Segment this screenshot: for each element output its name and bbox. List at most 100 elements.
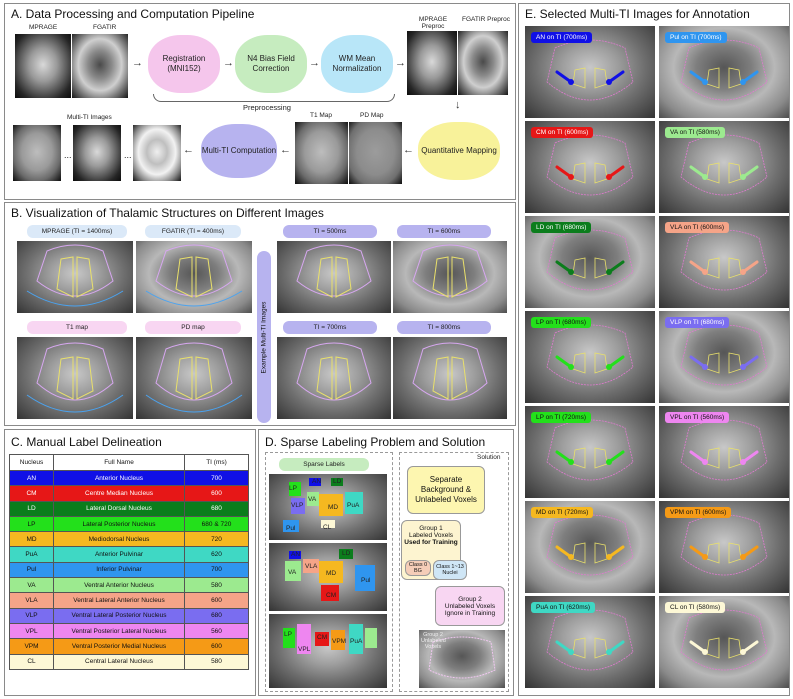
thalamus-outline bbox=[546, 514, 634, 576]
sparse2-vla: VLA bbox=[305, 563, 318, 570]
sparse3-vpm: VPM bbox=[332, 638, 347, 645]
pointer-arrow-head bbox=[702, 174, 708, 180]
annotation-overlay bbox=[680, 39, 768, 101]
pointer-arrow-head bbox=[740, 174, 746, 180]
preprocessing-brace bbox=[153, 94, 395, 102]
ti-cell: 600 bbox=[184, 485, 249, 502]
panel-d-title: D. Sparse Labeling Problem and Solution bbox=[265, 435, 486, 449]
pointer-arrow-head bbox=[606, 459, 612, 465]
ti-cell: 700 bbox=[184, 561, 249, 579]
annotation-image: LD on TI (680ms) bbox=[525, 216, 655, 308]
group2-box: Group 2 Unlabeled Voxels Ignore in Train… bbox=[435, 586, 505, 626]
annotation-overlay bbox=[546, 609, 634, 671]
arrow-right-1: → bbox=[132, 57, 143, 69]
sparse1-pua: PuA bbox=[347, 502, 360, 509]
ti600-pill: TI = 600ms bbox=[397, 225, 491, 238]
pointer-arrow-head bbox=[606, 269, 612, 275]
annotation-tag: CL on TI (580ms) bbox=[665, 602, 726, 613]
annotation-image: PuA on TI (620ms) bbox=[525, 596, 655, 688]
annotation-tag: LD on TI (680ms) bbox=[531, 222, 592, 233]
annotation-image: LP on TI (720ms) bbox=[525, 406, 655, 498]
solution-frame bbox=[399, 452, 509, 692]
annotation-tag: VLA on TI (600ms) bbox=[665, 222, 730, 233]
full-name-cell: Central Lateral Nucleus bbox=[53, 653, 185, 670]
n4-step: N4 Bias Field Correction bbox=[235, 35, 307, 93]
annotation-overlay bbox=[546, 324, 634, 386]
quantitative-step: Quantitative Mapping bbox=[418, 122, 500, 180]
panel-b-title: B. Visualization of Thalamic Structures … bbox=[11, 206, 324, 220]
full-name-cell: Centre Median Nucleus bbox=[53, 485, 185, 502]
pointer-arrow-head bbox=[740, 79, 746, 85]
group1-training: Used for Training bbox=[404, 539, 458, 546]
nucleus-outline bbox=[706, 257, 742, 279]
annotation-image: VLA on TI (600ms) bbox=[659, 216, 789, 308]
nucleus-cell: VLA bbox=[9, 592, 54, 609]
annotation-image: Pul on TI (700ms) bbox=[659, 26, 789, 118]
ti-cell: 680 bbox=[184, 500, 249, 517]
nucleus-cell: VA bbox=[9, 577, 54, 594]
ti700-pill: TI = 700ms bbox=[283, 321, 377, 334]
ti-cell: 680 bbox=[184, 607, 249, 624]
sparse2-va: VA bbox=[288, 569, 297, 576]
header-ti: TI (ms) bbox=[184, 454, 249, 471]
arrow-down: ↓ bbox=[455, 99, 461, 111]
group2-ignore: Ignore in Training bbox=[444, 609, 496, 617]
nucleus-outline bbox=[706, 67, 742, 89]
ti-cell: 600 bbox=[184, 592, 249, 609]
mprage-label: MPRAGE bbox=[29, 24, 58, 31]
solution-label: Solution bbox=[477, 454, 501, 461]
nucleus-cell: LD bbox=[9, 500, 54, 517]
thalamus-outline bbox=[680, 134, 768, 196]
sparse2-an: AN bbox=[291, 551, 301, 558]
thalamus-outline bbox=[680, 324, 768, 386]
annotation-image: VA on TI (580ms) bbox=[659, 121, 789, 213]
nucleus-outline bbox=[706, 447, 742, 469]
nucleus-outline bbox=[572, 162, 608, 184]
nucleus-outline bbox=[706, 542, 742, 564]
ti600-thalamus-image bbox=[393, 241, 507, 313]
nucleus-outline bbox=[572, 542, 608, 564]
pointer-arrow-head bbox=[568, 554, 574, 560]
ti-cell: 580 bbox=[184, 653, 249, 670]
t1map-pill: T1 map bbox=[27, 321, 127, 334]
nucleus-outline bbox=[572, 67, 608, 89]
ti500-pill: TI = 500ms bbox=[283, 225, 377, 238]
nucleus-cell: CL bbox=[9, 653, 54, 670]
nucleus-cell: VPM bbox=[9, 638, 54, 655]
annotation-image: VPL on TI (560ms) bbox=[659, 406, 789, 498]
nucleus-cell: AN bbox=[9, 469, 54, 487]
pdmap-pill: PD map bbox=[145, 321, 241, 334]
pointer-arrow-head bbox=[606, 554, 612, 560]
arrow-right-2: → bbox=[223, 57, 234, 69]
annotation-overlay bbox=[680, 134, 768, 196]
mprage-pill: MPRAGE (TI = 1400ms) bbox=[27, 225, 127, 238]
panel-c-title: C. Manual Label Delineation bbox=[11, 435, 162, 449]
annotation-overlay bbox=[546, 419, 634, 481]
sparse1-vlp: VLP bbox=[291, 502, 304, 509]
panel-e: E. Selected Multi-TI Images for Annotati… bbox=[518, 3, 790, 696]
thalamus-outline bbox=[546, 609, 634, 671]
multiti-image-1 bbox=[13, 125, 61, 181]
thalamus-outline bbox=[680, 39, 768, 101]
annotation-overlay bbox=[546, 134, 634, 196]
sparse1-pul: Pul bbox=[286, 525, 296, 532]
annotation-tag: Pul on TI (700ms) bbox=[665, 32, 727, 43]
ti700-thalamus-image bbox=[277, 337, 391, 419]
pointer-arrow-head bbox=[568, 174, 574, 180]
nucleus-cell: VLP bbox=[9, 607, 54, 624]
pointer-arrow-head bbox=[568, 79, 574, 85]
annotation-overlay bbox=[546, 39, 634, 101]
pointer-arrow-head bbox=[568, 459, 574, 465]
header-full-name: Full Name bbox=[53, 454, 185, 471]
annotation-tag: VPL on TI (560ms) bbox=[665, 412, 730, 423]
full-name-cell: Anterior Pulvinar bbox=[53, 546, 185, 563]
